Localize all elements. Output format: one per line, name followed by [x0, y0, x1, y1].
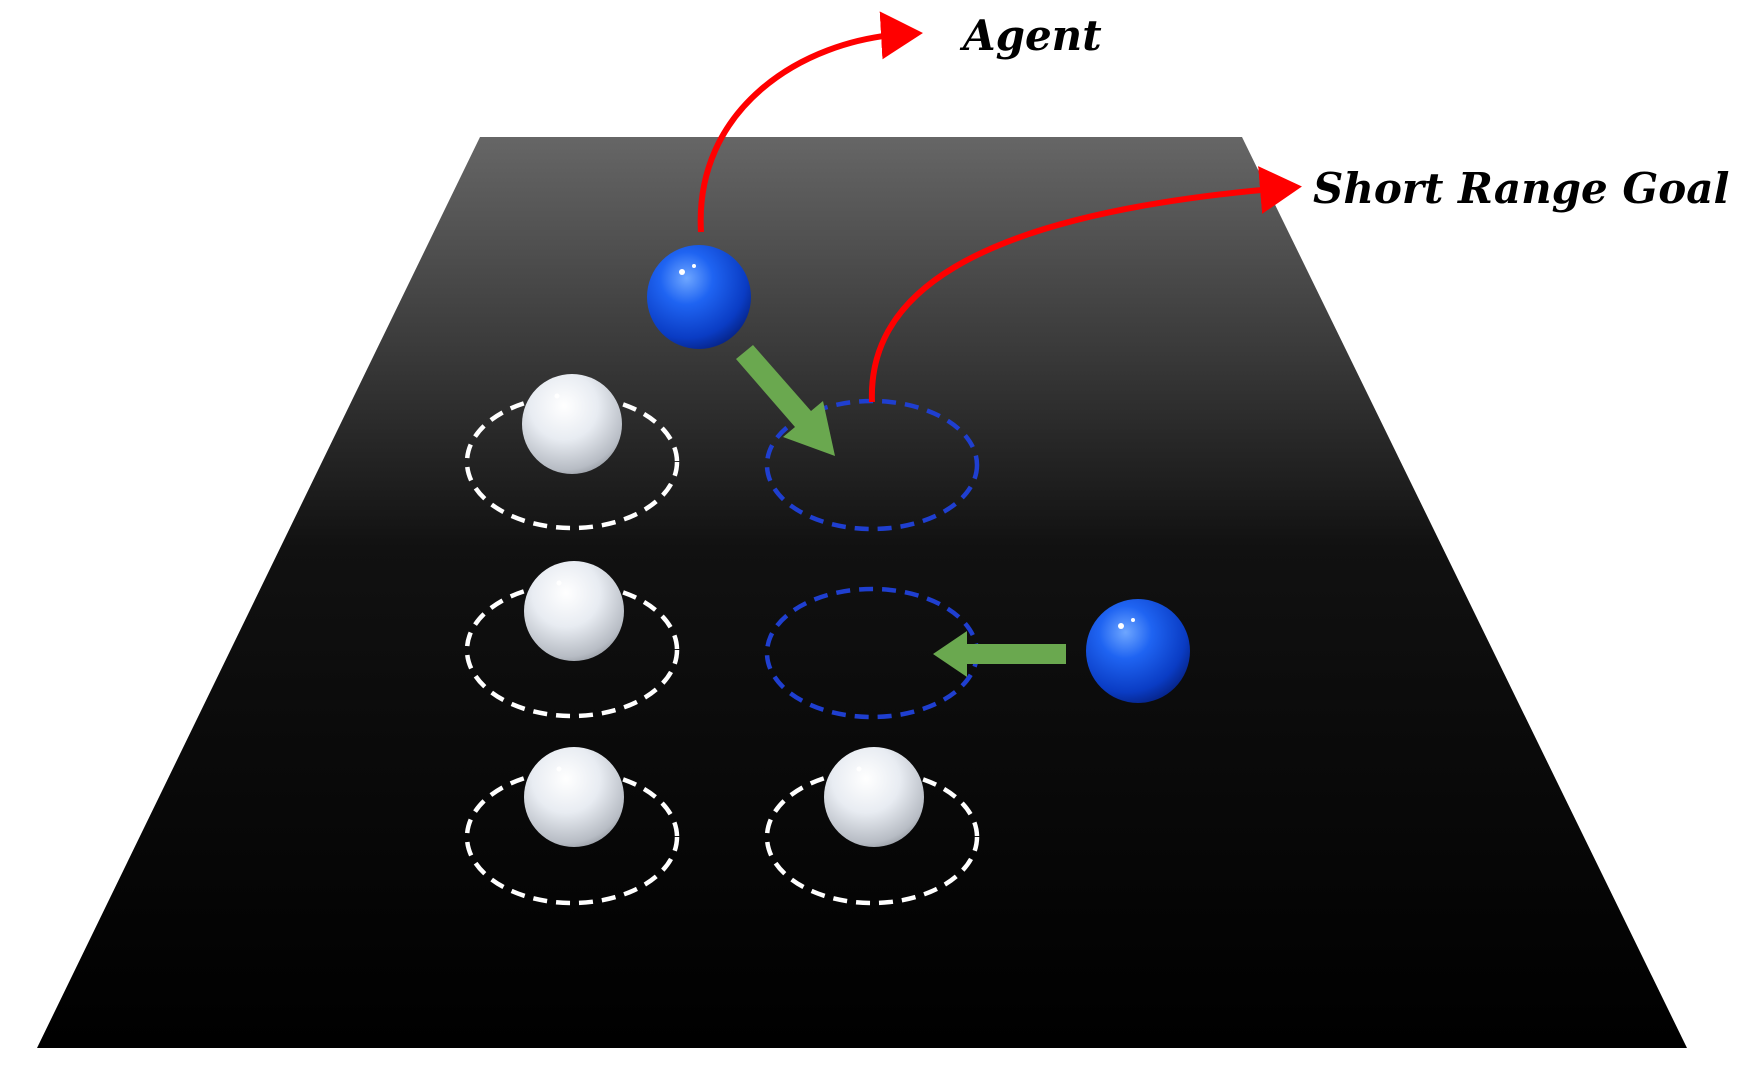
goal-ring-static-1	[464, 393, 680, 531]
goal-ring-static-3	[464, 768, 680, 906]
static-sphere-1	[522, 374, 622, 474]
static-sphere-4	[824, 747, 924, 847]
goal-ring-static-2	[464, 581, 680, 719]
short-range-goal-callout-arrow	[868, 166, 1302, 403]
agent-callout-arrow	[697, 11, 923, 233]
motion-arrow-diagonal	[736, 345, 835, 456]
agent-sphere-1	[647, 245, 751, 349]
agent-label: Agent	[959, 11, 1102, 60]
motion-arrow-horizontal	[933, 631, 1066, 677]
floor-plane	[37, 137, 1687, 1048]
agent-sphere-2	[1086, 599, 1190, 703]
short-range-goal-label: Short Range Goal	[1313, 164, 1729, 213]
static-sphere-2	[524, 561, 624, 661]
static-sphere-3	[524, 747, 624, 847]
goal-ring-static-4	[764, 768, 980, 906]
